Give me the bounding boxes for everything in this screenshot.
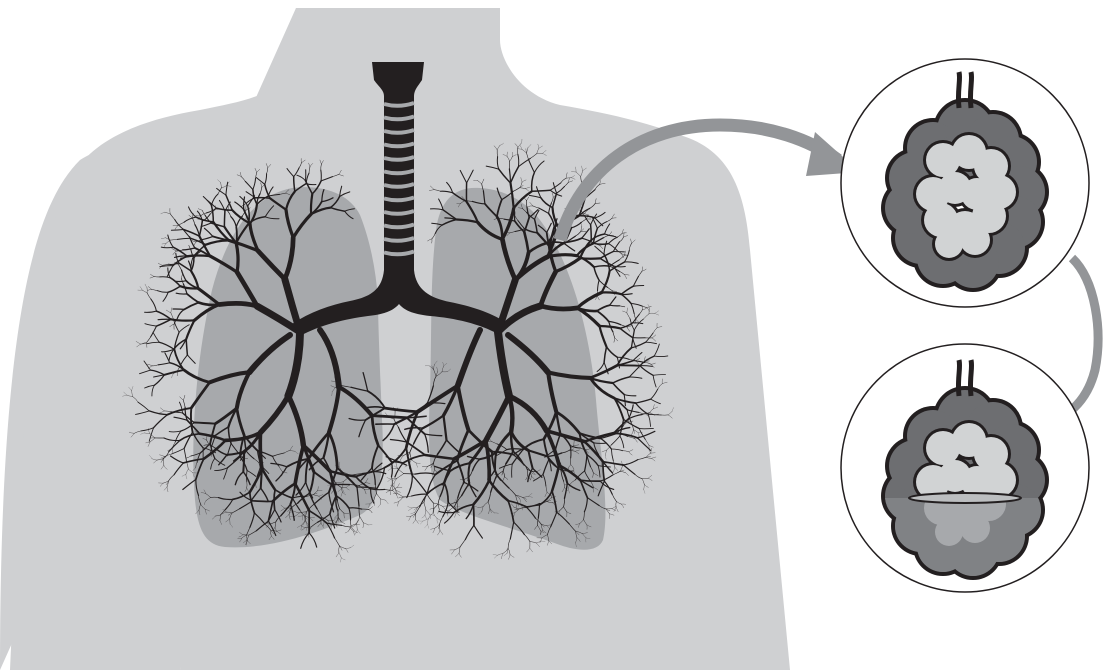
- fluid-sac: [935, 518, 963, 546]
- bronchus-branch: [261, 468, 262, 488]
- bronchus-branch: [236, 243, 238, 272]
- arrow-healthy-to-fluid: [1065, 258, 1098, 415]
- fluid-sac: [960, 513, 990, 543]
- bronchus-branch: [594, 443, 607, 444]
- air-sac: [960, 225, 990, 255]
- bronchus-branch: [253, 501, 273, 502]
- bronchus-branch: [255, 198, 270, 199]
- bronchus-branch: [621, 294, 632, 295]
- bronchus-branch: [224, 211, 225, 226]
- air-sac: [935, 230, 963, 258]
- air-sac: [961, 178, 993, 210]
- fluid-surface: [909, 493, 1021, 503]
- bronchus-branch: [236, 227, 237, 243]
- bronchus-branch: [473, 505, 474, 526]
- bronchus-branch: [171, 319, 194, 320]
- capillary-stem: [970, 360, 971, 396]
- capillary-stem: [958, 72, 959, 108]
- bronchus-branch: [187, 256, 210, 257]
- bronchus-branch: [194, 423, 215, 424]
- healthy-alveolus-icon: [841, 59, 1089, 307]
- bronchus-branch: [591, 225, 592, 241]
- bronchus-branch: [610, 305, 620, 306]
- bronchus-branch: [580, 258, 600, 259]
- capillary-stem: [958, 360, 959, 396]
- fluid-filled-alveolus-icon: [841, 344, 1089, 592]
- capillary-stem: [970, 72, 971, 108]
